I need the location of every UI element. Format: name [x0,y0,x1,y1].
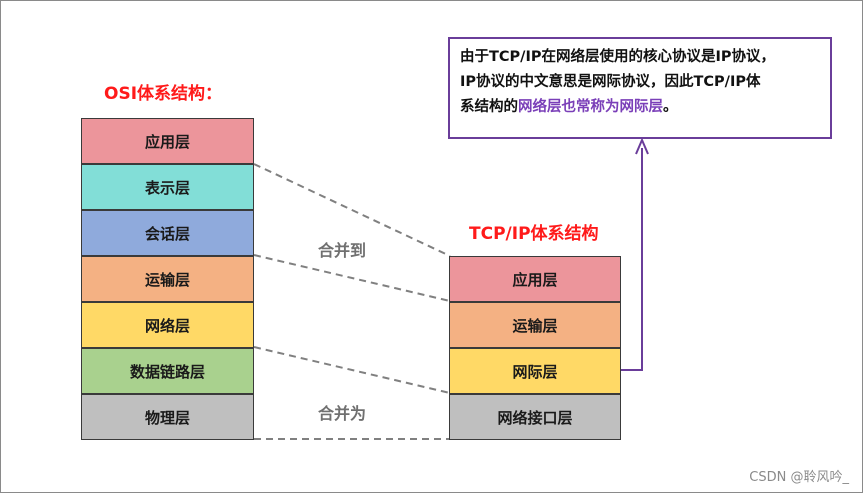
dashed-line-application-top [253,163,451,257]
tcpip-layer-internet: 网际层 [449,348,621,394]
osi-title: OSI体系结构： [104,84,223,104]
osi-layer-transport: 运输层 [81,256,254,302]
tcpip-layer-transport: 运输层 [449,302,621,348]
note-line-3-suffix: 。 [663,99,678,115]
tcpip-layer-network-interface: 网络接口层 [449,394,621,440]
osi-layer-network: 网络层 [81,302,254,348]
note-highlight: 网络层也常称为网际层 [518,99,663,115]
tcpip-title: TCP/IP体系结构 [469,224,599,244]
note-line-2: IP协议的中文意思是网际协议，因此TCP/IP体 [460,74,761,90]
osi-layer-presentation: 表示层 [81,164,254,210]
arrow-line [621,148,643,371]
osi-layer-session: 会话层 [81,210,254,256]
explanation-note: 由于TCP/IP在网络层使用的核心协议是IP协议， IP协议的中文意思是网际协议… [448,37,832,139]
watermark: CSDN @聆风吟_ [749,470,849,485]
dashed-line-network-interface-top [253,346,451,394]
osi-layer-datalink: 数据链路层 [81,348,254,394]
dashed-line-application-bottom [253,254,451,302]
arrow-head [635,137,649,155]
merge-label-upper: 合并到 [318,241,367,260]
note-line-3: 系结构的网络层也常称为网际层。 [460,95,820,120]
note-line-3-prefix: 系结构的 [460,99,518,115]
tcpip-layer-application: 应用层 [449,256,621,302]
merge-label-lower: 合并为 [318,404,367,423]
note-line-1: 由于TCP/IP在网络层使用的核心协议是IP协议， [460,49,775,65]
osi-layer-physical: 物理层 [81,394,254,440]
osi-layer-application: 应用层 [81,118,254,164]
